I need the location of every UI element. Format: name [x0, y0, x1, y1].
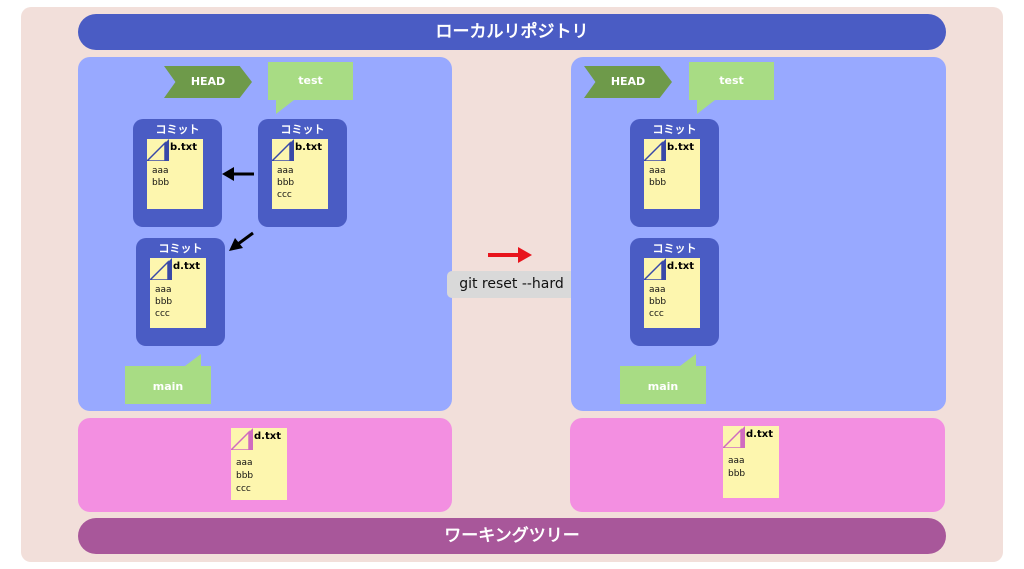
file-name: b.txt [295, 142, 322, 153]
file-fold-icon [644, 139, 666, 161]
file-line: bbb [649, 178, 667, 188]
file-icon: b.txt aaa bbb ccc [272, 139, 328, 209]
file-fold-icon [644, 258, 666, 280]
commit-title: コミット [652, 242, 697, 255]
commit-b-test: コミット b.txt aaa bbb ccc [258, 119, 347, 227]
test-branch-after: test [689, 62, 774, 114]
worktree-file-after: d.txt aaa bbb [723, 426, 779, 498]
file-line: ccc [277, 190, 292, 200]
file-fold-icon [231, 428, 253, 450]
commit-title: コミット [158, 242, 203, 255]
parent-arrow-diagonal [229, 231, 254, 251]
commit-d-main: コミット d.txt aaa bbb ccc [136, 238, 225, 346]
file-line: ccc [236, 484, 251, 494]
parent-arrow-left [222, 167, 254, 181]
working-tree-banner: ワーキングツリー [78, 518, 946, 554]
file-line: aaa [649, 285, 666, 295]
file-line: aaa [649, 166, 666, 176]
file-line: bbb [649, 297, 667, 307]
head-pointer-before: HEAD [164, 66, 252, 98]
file-icon: b.txt aaa bbb [644, 139, 700, 209]
file-fold-icon [150, 258, 172, 280]
file-line: ccc [155, 309, 170, 319]
file-name: d.txt [254, 431, 281, 442]
file-line: aaa [155, 285, 172, 295]
file-line: bbb [152, 178, 170, 188]
commit-b-after: コミット b.txt aaa bbb [630, 119, 719, 227]
file-line: bbb [728, 469, 746, 479]
file-fold-icon [723, 426, 745, 448]
git-command-label: git reset --hard [447, 271, 576, 298]
local-repository-banner: ローカルリポジトリ [78, 14, 946, 50]
file-line: aaa [277, 166, 294, 176]
file-name: b.txt [667, 142, 694, 153]
file-icon: d.txt aaa bbb ccc [150, 258, 206, 328]
file-fold-icon [147, 139, 169, 161]
main-branch-before: main [125, 354, 211, 404]
reset-arrow [488, 247, 532, 263]
test-branch-before: test [268, 62, 353, 114]
head-pointer-after: HEAD [584, 66, 672, 98]
main-branch-after: main [620, 354, 706, 404]
commit-b-before: コミット b.txt aaa bbb [133, 119, 222, 227]
file-icon: b.txt aaa bbb [147, 139, 203, 209]
file-name: d.txt [667, 261, 694, 272]
commit-d-after: コミット d.txt aaa bbb ccc [630, 238, 719, 346]
file-name: d.txt [173, 261, 200, 272]
file-line: aaa [236, 458, 253, 468]
file-line: aaa [728, 456, 745, 466]
file-name: d.txt [746, 429, 773, 440]
file-line: bbb [277, 178, 295, 188]
file-icon: d.txt aaa bbb ccc [644, 258, 700, 328]
file-line: bbb [155, 297, 173, 307]
local-repository-before [78, 57, 452, 411]
file-line: bbb [236, 471, 254, 481]
local-repository-after [571, 57, 946, 411]
commit-title: コミット [652, 123, 697, 136]
file-line: aaa [152, 166, 169, 176]
commit-title: コミット [280, 123, 325, 136]
file-line: ccc [649, 309, 664, 319]
file-fold-icon [272, 139, 294, 161]
worktree-file-before: d.txt aaa bbb ccc [231, 428, 287, 500]
file-name: b.txt [170, 142, 197, 153]
commit-title: コミット [155, 123, 200, 136]
